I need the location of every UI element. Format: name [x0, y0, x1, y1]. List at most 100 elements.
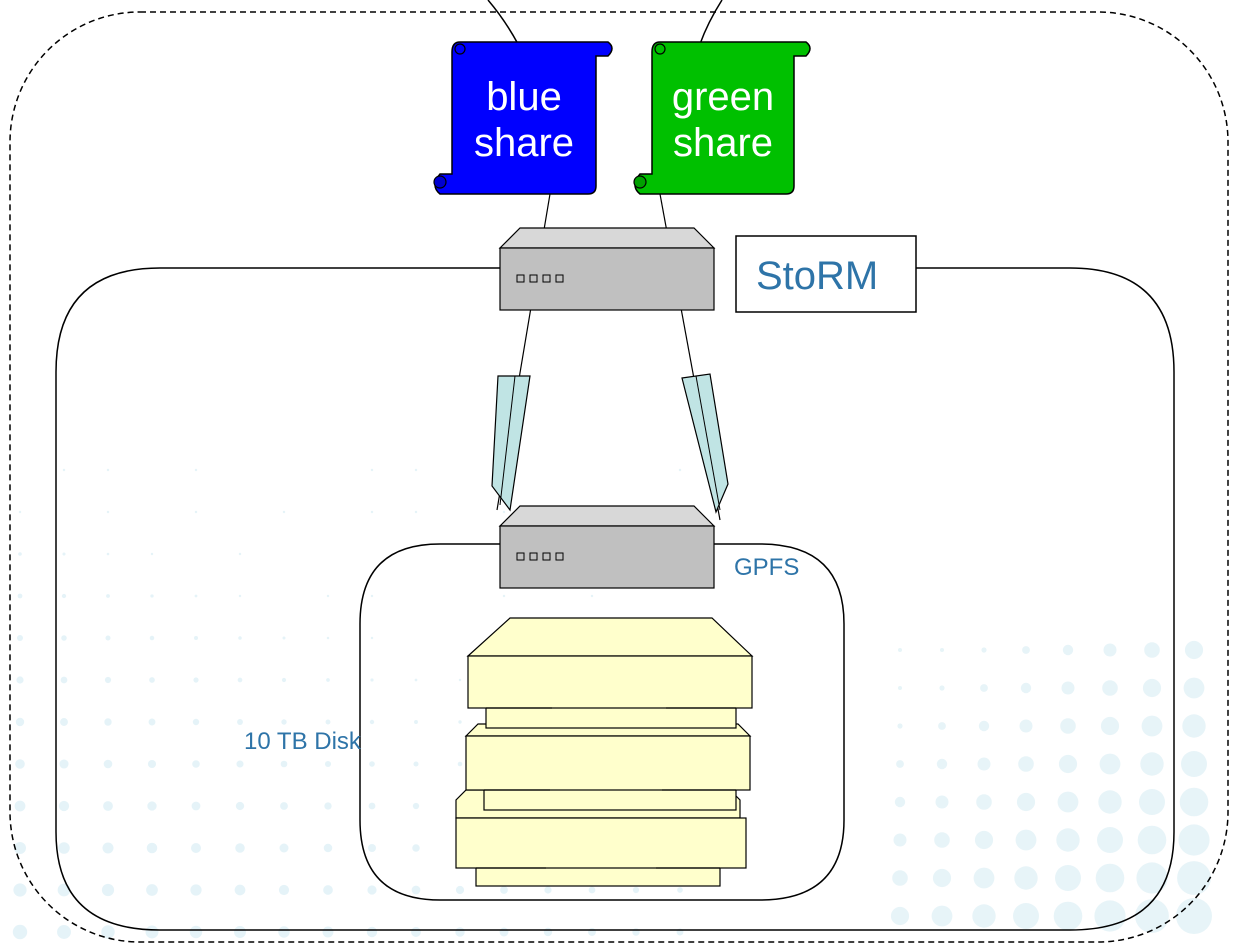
- background-dot: [934, 832, 950, 848]
- background-dot: [980, 684, 988, 692]
- background-dot: [235, 843, 245, 853]
- background-dot: [891, 907, 909, 925]
- background-dot: [280, 844, 289, 853]
- background-dot: [1016, 830, 1037, 851]
- background-dot: [147, 801, 156, 810]
- background-dot: [455, 927, 464, 936]
- background-dot: [146, 884, 158, 896]
- background-dot: [1096, 864, 1125, 893]
- background-dot: [503, 595, 505, 597]
- background-dot: [1102, 680, 1118, 696]
- background-dot: [59, 759, 68, 768]
- background-dot: [147, 843, 158, 854]
- background-dot: [979, 721, 989, 731]
- background-dot: [190, 926, 202, 938]
- background-dot: [1097, 827, 1123, 853]
- background-dot: [151, 553, 153, 555]
- background-dot: [102, 884, 114, 896]
- background-dot: [1104, 644, 1117, 657]
- background-dot: [1185, 641, 1203, 659]
- background-dot: [107, 553, 110, 556]
- background-dot: [458, 720, 461, 723]
- disk-stack-icon[interactable]: [456, 618, 752, 886]
- background-dot: [974, 868, 995, 889]
- background-dot: [459, 679, 461, 681]
- background-dot: [236, 760, 243, 767]
- background-dot: [1056, 828, 1079, 851]
- background-dot: [936, 796, 949, 809]
- background-dot: [195, 469, 197, 471]
- background-dot: [18, 594, 23, 599]
- background-dot: [235, 885, 246, 896]
- background-dot: [104, 718, 111, 725]
- background-dot: [415, 469, 417, 471]
- background-dot: [589, 887, 596, 894]
- background-dot: [1100, 754, 1121, 775]
- background-dot: [192, 802, 201, 811]
- background-dot: [371, 511, 373, 513]
- background-dot: [280, 802, 288, 810]
- background-dot: [591, 595, 593, 597]
- background-dot: [456, 886, 464, 894]
- disk-capacity-label: 10 TB Disk: [244, 730, 361, 754]
- background-dot: [1060, 718, 1076, 734]
- background-dot: [149, 677, 155, 683]
- background-dot: [1062, 682, 1075, 695]
- background-dot: [324, 844, 333, 853]
- background-dot: [193, 719, 199, 725]
- background-dot: [932, 906, 953, 927]
- background-dot: [1058, 792, 1079, 813]
- background-dot: [62, 594, 66, 598]
- background-dot: [103, 801, 113, 811]
- background-dot: [239, 595, 241, 597]
- gpfs-label: GPFS: [734, 556, 799, 580]
- background-dot: [500, 928, 509, 937]
- background-dot: [106, 636, 111, 641]
- background-dot: [933, 869, 951, 887]
- background-dot: [327, 637, 330, 640]
- background-dot: [239, 553, 241, 555]
- background-dot: [61, 635, 67, 641]
- background-dot: [677, 887, 683, 893]
- background-dot: [544, 886, 551, 893]
- blue-share-line1: blue: [452, 74, 596, 120]
- background-dot: [370, 720, 374, 724]
- background-dot: [190, 884, 201, 895]
- background-dot: [19, 511, 21, 513]
- background-dot: [458, 762, 463, 767]
- background-dot: [15, 759, 25, 769]
- background-dot: [1138, 826, 1167, 855]
- background-dot: [63, 469, 65, 471]
- green-share-label: green share: [652, 74, 794, 166]
- blue-share-top-line: [488, 0, 518, 44]
- storm-server-box[interactable]: [500, 228, 714, 310]
- background-dot: [1014, 866, 1037, 889]
- background-dot: [150, 636, 155, 641]
- background-dot: [413, 803, 419, 809]
- background-dot: [107, 469, 109, 471]
- background-dot: [413, 761, 418, 766]
- background-dot: [1135, 899, 1169, 933]
- background-dot: [415, 679, 418, 682]
- background-dot: [415, 511, 417, 513]
- background-dot: [371, 595, 373, 597]
- background-dot: [57, 925, 71, 939]
- background-dot: [325, 761, 331, 767]
- background-dot: [281, 719, 286, 724]
- background-dot: [105, 677, 111, 683]
- background-dot: [234, 926, 246, 938]
- background-dot: [368, 844, 376, 852]
- background-dot: [1143, 679, 1161, 697]
- background-dot: [939, 685, 944, 690]
- background-dot: [58, 884, 71, 897]
- background-dot: [326, 720, 331, 725]
- background-dot: [195, 511, 197, 513]
- background-dot: [1020, 720, 1033, 733]
- gpfs-server-box[interactable]: [500, 506, 714, 588]
- background-dot: [104, 760, 113, 769]
- background-dot: [1022, 646, 1030, 654]
- background-dot: [976, 794, 992, 810]
- background-dot: [369, 803, 376, 810]
- background-dot: [103, 843, 114, 854]
